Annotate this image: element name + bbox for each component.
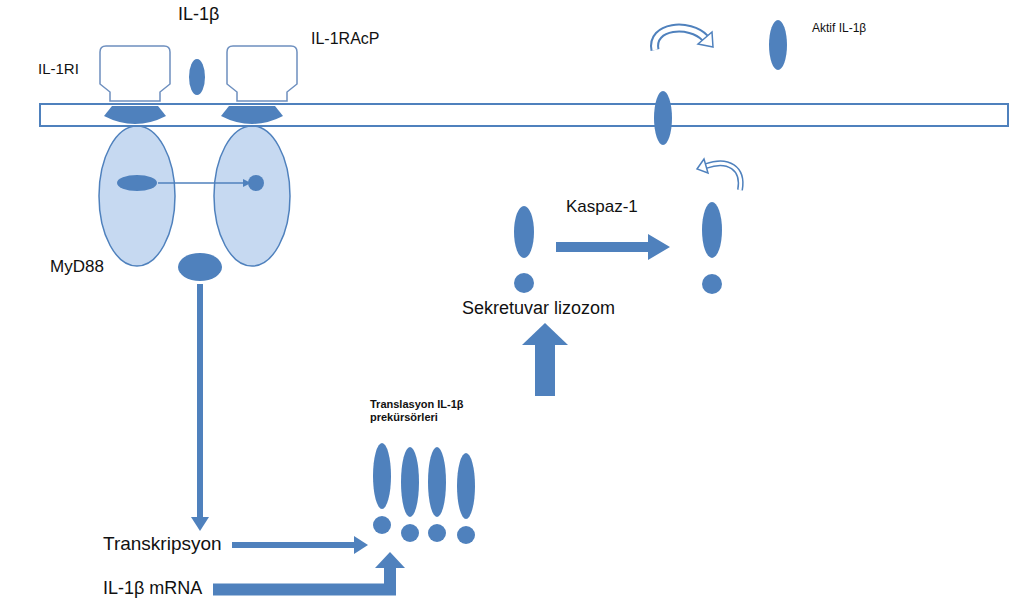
label-box: IL-1RAcP [311,30,379,48]
curved-arrow [706,163,741,190]
protein-symbol [514,273,534,293]
ligand-symbol [189,59,205,95]
protein-symbol [769,20,787,70]
node-text: IL-1β mRNA [103,578,207,599]
protein-symbol [457,453,475,519]
adaptor-protein: MyD88 [50,252,230,282]
transmembrane-part [221,106,283,124]
label: IL-1RAcP [311,30,379,48]
curved-arrow [706,163,741,190]
tir-domain [248,175,264,191]
process-label: Transkripsyon [103,533,226,557]
receptor-domain [214,126,290,266]
curved-arrow [655,28,705,50]
arrow-head [522,323,568,345]
label-box: IL-1RI [38,60,79,77]
label-box: IL-1β [178,4,219,25]
label-box: Aktif IL-1β [812,22,866,36]
connector-group [522,323,568,396]
arrow-head [191,517,209,531]
label: IL-1RI [38,60,79,77]
connector-group [232,536,368,554]
connector [535,344,555,396]
tir-domain [117,175,157,191]
protein-symbol [373,443,391,509]
precursor-group: Translasyon IL-1β prekürsörleri [370,398,550,550]
connector [197,284,203,518]
node-text: Transkripsyon [103,533,226,555]
protein-symbol [178,253,222,281]
cell-membrane [40,104,1008,126]
cleavage-arrow [556,234,670,260]
protein-symbol [373,516,391,534]
node-text: MyD88 [50,257,230,277]
label: Kaspaz-1 [566,197,638,217]
compartment-label: Sekretuvar lizozom [462,298,620,321]
curved-arrow [655,28,705,50]
arrow-head [697,159,708,173]
label: IL-1β [178,4,219,25]
connector-group [213,552,405,590]
arrow-head [354,536,368,554]
protein-symbol [428,447,446,517]
protein-symbol [514,206,534,258]
protein-symbol [702,202,722,258]
protein-symbol [702,274,722,294]
protein-symbol [401,447,419,517]
connector [213,567,390,590]
receptor-symbol [227,46,297,101]
arrow-head [698,32,713,47]
protein-symbol [401,524,419,542]
arrow-head [375,552,405,568]
node-text: Translasyon IL-1β prekürsörleri [370,398,482,423]
protein-symbol [457,526,475,544]
receptor-domain [99,126,175,266]
connector [232,542,355,548]
node-text: Sekretuvar lizozom [462,298,620,319]
receptor-symbol [100,46,170,101]
transmembrane-part [104,106,166,124]
protein-symbol [428,524,446,542]
connector-group [191,284,209,531]
process-label: IL-1β mRNA [103,578,207,601]
signal-line [158,182,243,184]
label-box: Kaspaz-1 [566,197,638,217]
label: Aktif IL-1β [812,22,866,36]
protein-symbol [654,91,672,145]
